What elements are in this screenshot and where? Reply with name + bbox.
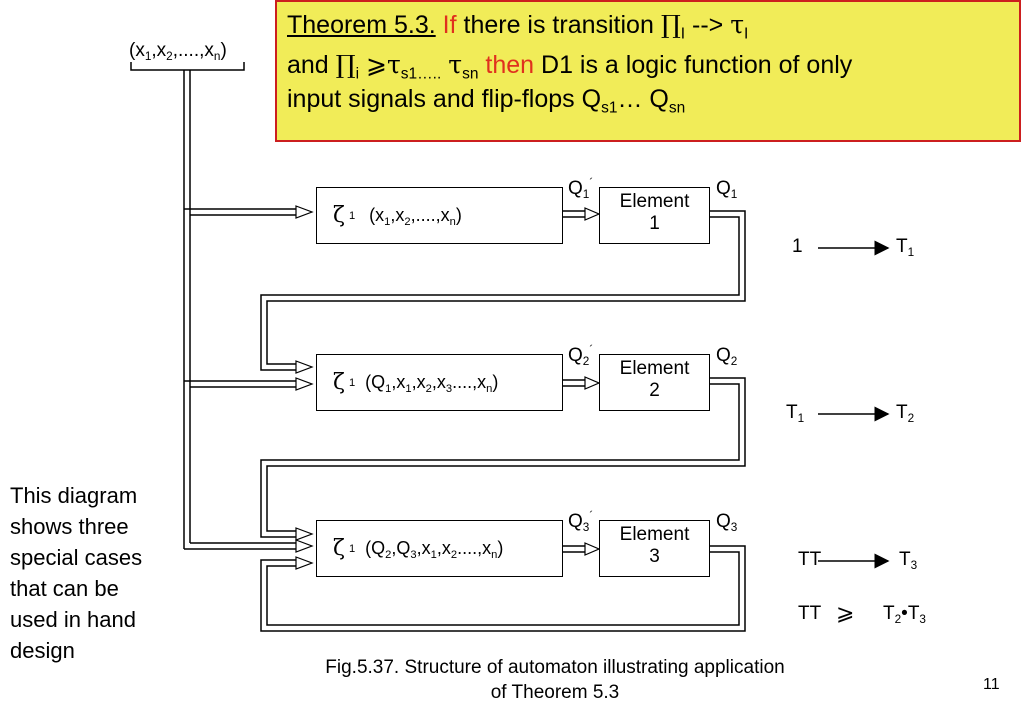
side-note: This diagram shows three special cases t… <box>10 483 143 663</box>
tau-sn-symbol: τ <box>448 50 463 79</box>
q-prime-2: Q2´ <box>568 343 594 369</box>
relation-op: ⩾ <box>836 601 855 626</box>
ge-symbol: ⩾ <box>365 50 387 79</box>
q-out-3: Q3 <box>716 511 738 535</box>
q-prime-1: Q1´ <box>568 176 594 202</box>
theorem-line3-text: input signals and flip-flops Q <box>287 85 602 113</box>
pi-symbol: ∏ <box>660 10 681 39</box>
q-out-2: Q2 <box>716 345 738 369</box>
pi-sub: I <box>680 25 686 43</box>
zeta-symbol: ζ <box>333 203 345 228</box>
figure-caption: Fig.5.37. Structure of automaton illustr… <box>325 657 785 703</box>
theorem-ellipsis: … Q <box>617 85 669 113</box>
timing-left-2: T1 <box>786 402 805 426</box>
inputs-label: (x1,x2,....,xn) <box>129 40 227 64</box>
theorem-box: Theorem 5.3. If there is transition ∏I -… <box>275 0 1021 142</box>
timing-right-3: T3 <box>899 549 918 573</box>
feedback-q1 <box>266 210 746 365</box>
q-s1-sub: s1 <box>601 99 618 117</box>
theorem-title: Theorem 5.3. <box>287 11 436 39</box>
block1-args: (x1,x2,....,xn) <box>369 205 462 228</box>
block3-args: (Q2,Q3,x1,x2....,xn) <box>365 538 504 561</box>
tau-s1-symbol: τ <box>386 50 401 79</box>
bus-to-block2 <box>184 380 296 388</box>
q-sn-sub: sn <box>668 99 686 117</box>
theorem-line-3: input signals and flip-flops Qs1… Qsn <box>287 82 1019 116</box>
theorem-line2-text: D1 is a logic function of only <box>541 51 853 79</box>
zeta-symbol: ζ <box>333 536 345 561</box>
q-prime-3: Q3´ <box>568 509 594 535</box>
theorem-if: If <box>442 11 457 39</box>
tau-s1-sub: s1….. <box>400 65 442 83</box>
theorem-and: and <box>287 51 329 79</box>
relation-right: T2•T3 <box>883 603 926 627</box>
feedback-q3 <box>260 545 746 632</box>
q-out-1: Q1 <box>716 178 738 202</box>
tau-sub: I <box>744 25 749 43</box>
theorem-line-1: Theorem 5.3. If there is transition ∏I -… <box>287 8 1019 42</box>
block2-args: (Q1,x1,x2,x3....,xn) <box>365 372 499 395</box>
relation-left: TT <box>798 603 822 624</box>
timing-left-1: 1 <box>792 236 803 257</box>
theorem-line1-text: there is transition <box>463 11 654 39</box>
pi-i-sub: i <box>355 65 360 83</box>
tau-sn-sub: sn <box>462 65 479 83</box>
timing-right-2: T2 <box>896 402 915 426</box>
page-number: 11 <box>983 676 1000 693</box>
bus-to-block3 <box>184 542 296 550</box>
timing-left-3: TT <box>798 549 822 570</box>
pi-i-symbol: ∏ <box>335 50 356 79</box>
theorem-then: then <box>485 51 535 79</box>
input-brace <box>130 62 245 71</box>
theorem-arrow: --> <box>692 11 724 39</box>
tau-symbol: τ <box>730 10 745 39</box>
theorem-line-2: and ∏i ⩾τs1….. τsn then D1 is a logic fu… <box>287 48 1019 82</box>
bus-to-block1 <box>184 208 296 216</box>
feedback-q2 <box>266 377 746 532</box>
zeta-symbol: ζ <box>333 370 345 395</box>
timing-right-1: T1 <box>896 236 915 260</box>
